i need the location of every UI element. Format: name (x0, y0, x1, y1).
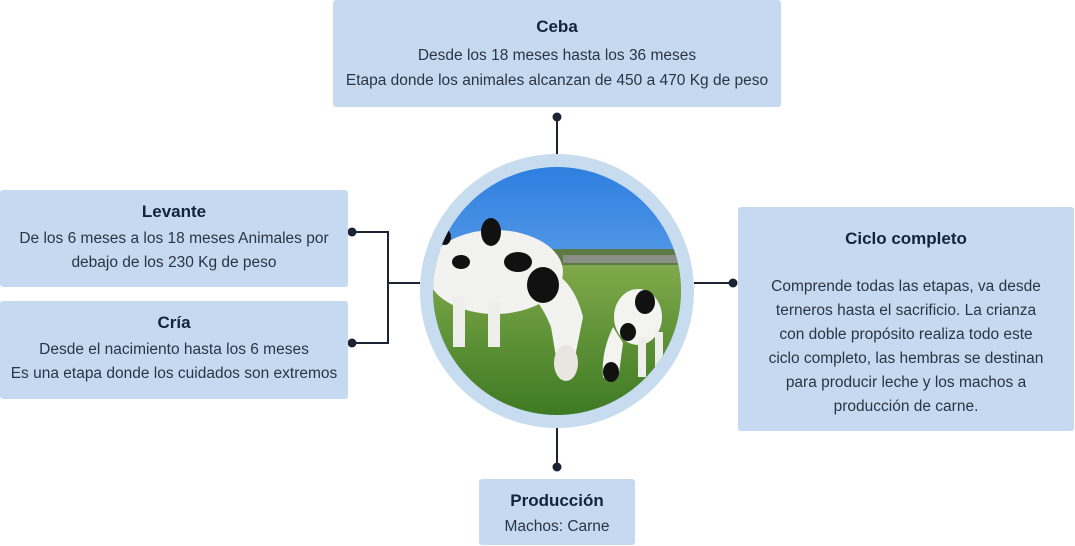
node-ceba-title: Ceba (536, 17, 578, 36)
node-levante: Levante De los 6 meses a los 18 meses An… (0, 190, 348, 287)
connector-dot-ceba (552, 112, 562, 122)
node-ciclo-line-3: con doble propósito realiza todo este (779, 326, 1033, 343)
node-ceba: Ceba Desde los 18 meses hasta los 36 mes… (333, 0, 781, 107)
node-levante-line-1: De los 6 meses a los 18 meses Animales p… (19, 230, 329, 247)
node-cria-title: Cría (157, 313, 191, 332)
node-levante-line-2: debajo de los 230 Kg de peso (71, 254, 277, 271)
node-ceba-line-1: Desde los 18 meses hasta los 36 meses (417, 47, 697, 64)
node-produccion: Producción Machos: Carne (479, 479, 635, 545)
connector-dot-ciclo (728, 278, 738, 288)
connector-dot-cria (347, 338, 357, 348)
node-ciclo-line-2: terneros hasta el sacrificio. La crianza (775, 302, 1037, 319)
node-ciclo-completo: Ciclo completo Comprende todas las etapa… (738, 207, 1074, 431)
node-ciclo-title: Ciclo completo (845, 229, 967, 248)
connector-dot-levante (347, 227, 357, 237)
node-produccion-line-1: Machos: Carne (504, 518, 610, 535)
node-produccion-title: Producción (510, 491, 604, 510)
node-ciclo-line-4: ciclo completo, las hembras se destinan (768, 350, 1044, 367)
node-ciclo-line-1: Comprende todas las etapas, va desde (771, 278, 1041, 295)
node-ceba-line-2: Etapa donde los animales alcanzan de 450… (345, 72, 769, 89)
connector-levante-cria-bracket (352, 231, 389, 344)
node-ciclo-line-5: para producir leche y los machos a (785, 374, 1027, 391)
connector-dot-produccion (552, 462, 562, 472)
node-levante-title: Levante (141, 202, 207, 221)
node-cria: Cría Desde el nacimiento hasta los 6 mes… (0, 301, 348, 399)
node-cria-line-1: Desde el nacimiento hasta los 6 meses (39, 341, 309, 358)
cow-calf-photo (433, 167, 681, 415)
node-ciclo-line-6: producción de carne. (833, 398, 979, 415)
node-cria-line-2: Es una etapa donde los cuidados son extr… (10, 365, 338, 382)
